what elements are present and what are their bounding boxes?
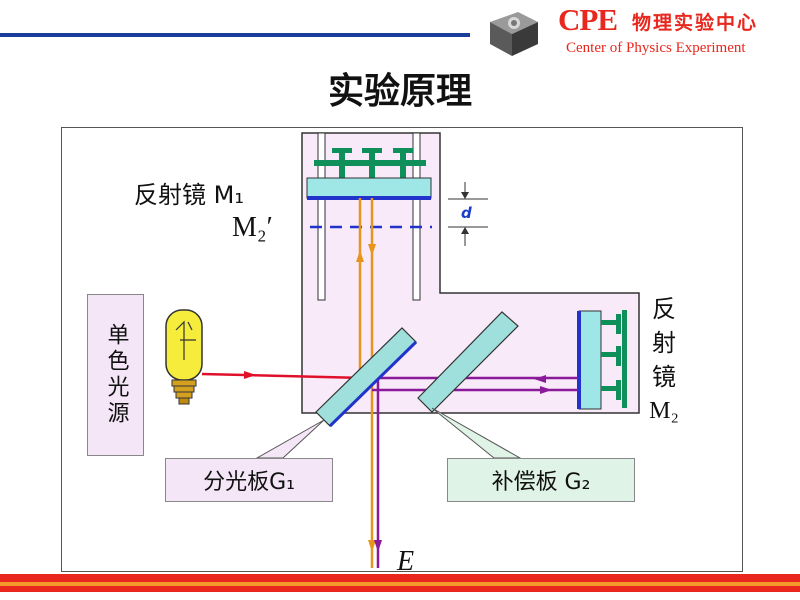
- header-rule: [0, 33, 470, 37]
- guide-rod-right: [412, 132, 421, 301]
- mirror-m1: [306, 177, 432, 199]
- beam-splitter-label: 分光板G₁: [165, 458, 333, 502]
- compensator-label: 补偿板 G₂: [447, 458, 635, 502]
- mirror-m2-label: 反 射 镜 M₂: [648, 292, 680, 428]
- light-bulb-icon: [165, 309, 203, 405]
- g2-callout-pointer: [431, 407, 522, 459]
- m2-label-char: M₂: [649, 398, 679, 424]
- brand-chinese-name: 物理实验中心: [632, 12, 759, 34]
- mirror-m2: [578, 310, 602, 410]
- m2-label-char: 射: [652, 329, 676, 357]
- distance-d-label: d: [461, 204, 472, 222]
- m2-label-char: 反: [652, 295, 676, 323]
- beam-incident: [201, 372, 365, 380]
- observation-point-label: E: [397, 546, 415, 577]
- d-arrow-down: [461, 192, 469, 199]
- plate-g1-coating: [328, 340, 418, 428]
- g1-callout-pointer: [255, 419, 325, 459]
- footer-bar-accent: [0, 582, 800, 586]
- mirror-m1-surface: [307, 196, 431, 200]
- m1-mount: [314, 148, 426, 178]
- brand-english-name: Center of Physics Experiment: [566, 40, 746, 56]
- cpe-emblem-icon: [490, 12, 538, 56]
- d-arrow-up: [461, 227, 469, 234]
- light-source-label: 单色光源: [87, 294, 144, 456]
- mirror-m2-prime-label: M₂′: [232, 212, 273, 243]
- plate-g2: [417, 311, 519, 413]
- mirror-m2-surface: [577, 311, 581, 409]
- slide-title: 实验原理: [327, 71, 472, 112]
- brand-letters: CPE: [558, 2, 618, 37]
- guide-rod-left: [317, 132, 326, 301]
- mirror-m1-label: 反射镜 M₁: [134, 181, 244, 209]
- footer-bar: [0, 574, 800, 582]
- m2-mount: [601, 310, 627, 408]
- m2-label-char: 镜: [652, 363, 676, 391]
- footer-bar-lower: [0, 586, 800, 592]
